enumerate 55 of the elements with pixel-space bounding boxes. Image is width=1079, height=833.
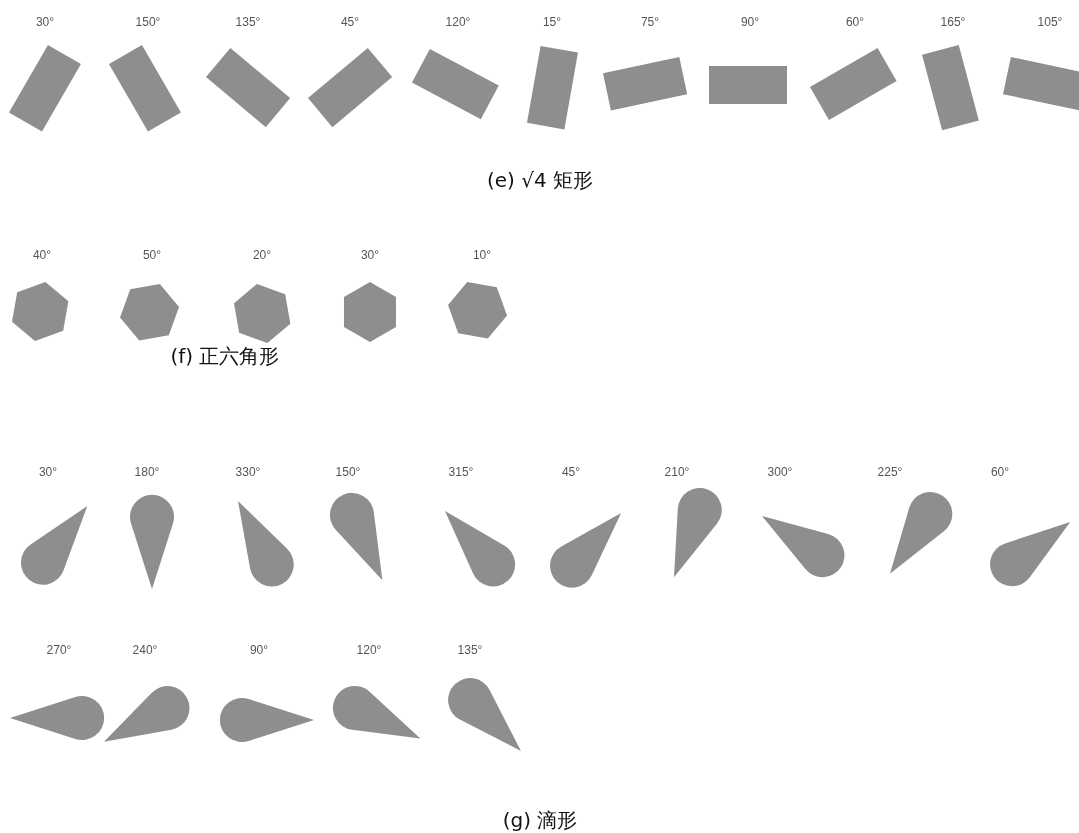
figure-caption: (f) 正六角形 <box>170 342 280 370</box>
hexagon-shape <box>233 284 291 344</box>
angle-label: 60° <box>845 15 865 29</box>
angle-label: 30° <box>38 465 58 479</box>
angle-label: 45° <box>340 15 360 29</box>
angle-label: 180° <box>134 465 160 479</box>
teardrop-shape <box>674 488 722 578</box>
angle-label: 240° <box>132 643 158 657</box>
angle-label: 90° <box>249 643 269 657</box>
angle-label: 120° <box>356 643 382 657</box>
angle-label: 150° <box>135 15 161 29</box>
hexagon-shape <box>448 281 508 339</box>
angle-label: 270° <box>46 643 72 657</box>
teardrop-shape <box>130 495 174 589</box>
teardrop-shape <box>330 493 383 581</box>
angle-label: 50° <box>142 248 162 262</box>
angle-label: 315° <box>448 465 474 479</box>
teardrop-shape <box>444 511 515 587</box>
figure-caption: (e) √4 矩形 <box>486 166 594 194</box>
hexagon-shape <box>120 283 180 341</box>
angle-label: 300° <box>767 465 793 479</box>
angle-label: 210° <box>664 465 690 479</box>
teardrop-shape <box>238 501 294 587</box>
teardrop-shape <box>333 686 421 739</box>
angle-label: 120° <box>445 15 471 29</box>
angle-label: 165° <box>940 15 966 29</box>
rectangle-shape <box>709 66 787 104</box>
angle-label: 45° <box>561 465 581 479</box>
angle-label: 75° <box>640 15 660 29</box>
angle-label: 40° <box>32 248 52 262</box>
teardrop-shape <box>889 492 952 574</box>
angle-label: 225° <box>877 465 903 479</box>
teardrop-shape <box>220 698 314 742</box>
angle-label: 150° <box>335 465 361 479</box>
teardrop-shape <box>990 521 1071 586</box>
teardrop-shape <box>10 696 104 740</box>
teardrop-shape <box>550 513 622 588</box>
angle-label: 135° <box>457 643 483 657</box>
angle-label: 135° <box>235 15 261 29</box>
angle-label: 90° <box>740 15 760 29</box>
hexagon-shape <box>344 282 396 342</box>
teardrop-shape <box>21 506 88 585</box>
teardrop-shape <box>761 515 844 577</box>
angle-label: 105° <box>1037 15 1063 29</box>
angle-label: 10° <box>472 248 492 262</box>
angle-label: 15° <box>542 15 562 29</box>
angle-label: 30° <box>35 15 55 29</box>
teardrop-shape <box>448 678 521 751</box>
angle-label: 30° <box>360 248 380 262</box>
figure-caption: (g) 滴形 <box>502 806 578 833</box>
angle-label: 60° <box>990 465 1010 479</box>
teardrop-shape <box>104 686 190 742</box>
angle-label: 330° <box>235 465 261 479</box>
angle-label: 20° <box>252 248 272 262</box>
hexagon-shape <box>11 282 69 342</box>
